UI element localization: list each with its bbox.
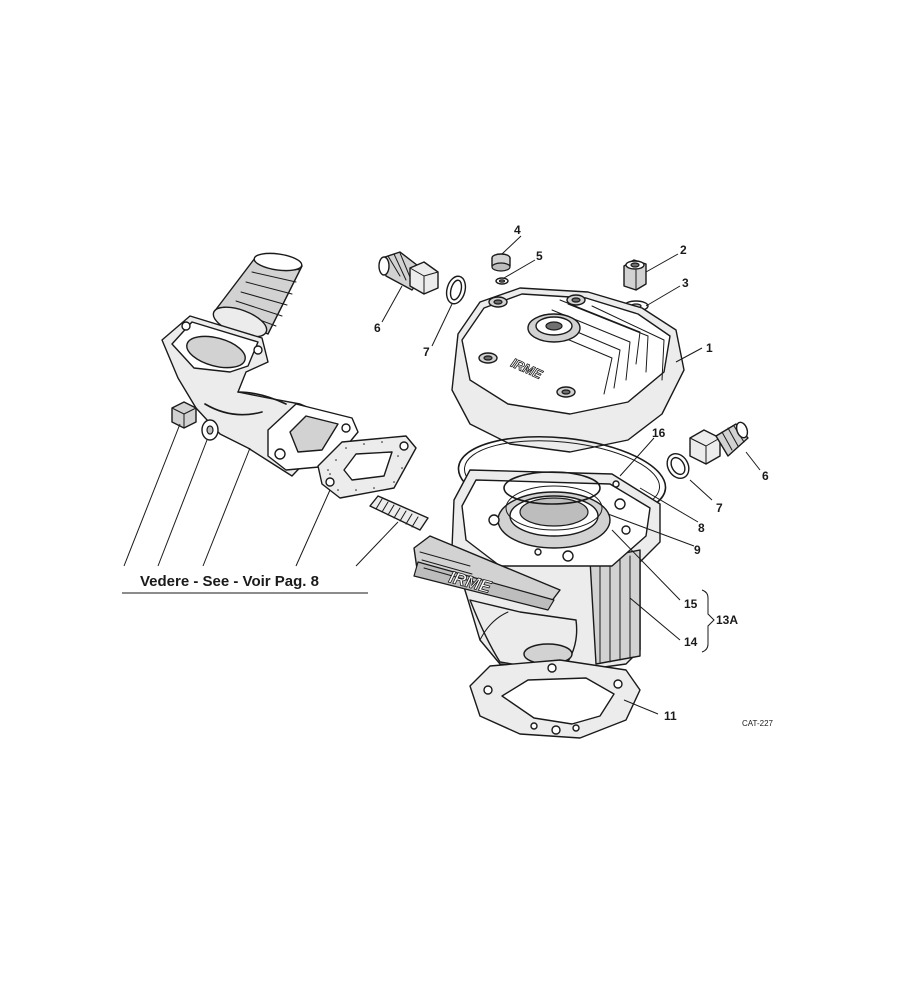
callout-7-right: 7 xyxy=(716,501,723,515)
see-page-note: Vedere - See - Voir Pag. 8 xyxy=(140,573,319,590)
callout-13a: 13A xyxy=(716,613,738,627)
callout-14: 14 xyxy=(684,635,698,649)
base-gasket xyxy=(469,659,641,739)
exhaust-gasket xyxy=(317,435,417,499)
callout-11: 11 xyxy=(664,709,677,723)
callout-3: 3 xyxy=(682,276,689,290)
stud-bolt xyxy=(369,495,429,531)
cylinder-barrel xyxy=(451,469,661,673)
drawing-code: CAT-227 xyxy=(742,719,774,728)
callout-6-right: 6 xyxy=(762,469,769,483)
callout-numbers: 1 2 3 4 5 6 7 6 7 8 9 16 15 14 13A 11 xyxy=(374,223,769,723)
manifold-nut xyxy=(171,401,197,429)
callout-16: 16 xyxy=(652,426,666,440)
callout-2: 2 xyxy=(680,243,687,257)
hex-nut xyxy=(623,259,647,291)
cap-screw xyxy=(491,253,511,272)
callout-15: 15 xyxy=(684,597,698,611)
exhaust-manifold xyxy=(161,315,359,477)
flexible-hose xyxy=(212,252,303,338)
callout-1: 1 xyxy=(706,341,713,355)
callout-9: 9 xyxy=(694,543,701,557)
union-fitting-left xyxy=(378,251,439,295)
o-ring-left xyxy=(445,275,467,305)
union-fitting-right xyxy=(689,421,749,465)
cylinder-head: IRME xyxy=(451,287,685,453)
leader-lines xyxy=(381,235,761,715)
callout-4: 4 xyxy=(514,223,521,237)
callout-8: 8 xyxy=(698,521,705,535)
callout-7-left: 7 xyxy=(423,345,430,359)
callout-5: 5 xyxy=(536,249,543,263)
exhaust-manifold-group: Vedere - See - Voir Pag. 8 xyxy=(122,252,429,594)
callout-6-left: 6 xyxy=(374,321,381,335)
o-ring-right xyxy=(666,452,690,480)
seal-washer xyxy=(495,277,509,285)
manifold-washer xyxy=(201,419,219,441)
